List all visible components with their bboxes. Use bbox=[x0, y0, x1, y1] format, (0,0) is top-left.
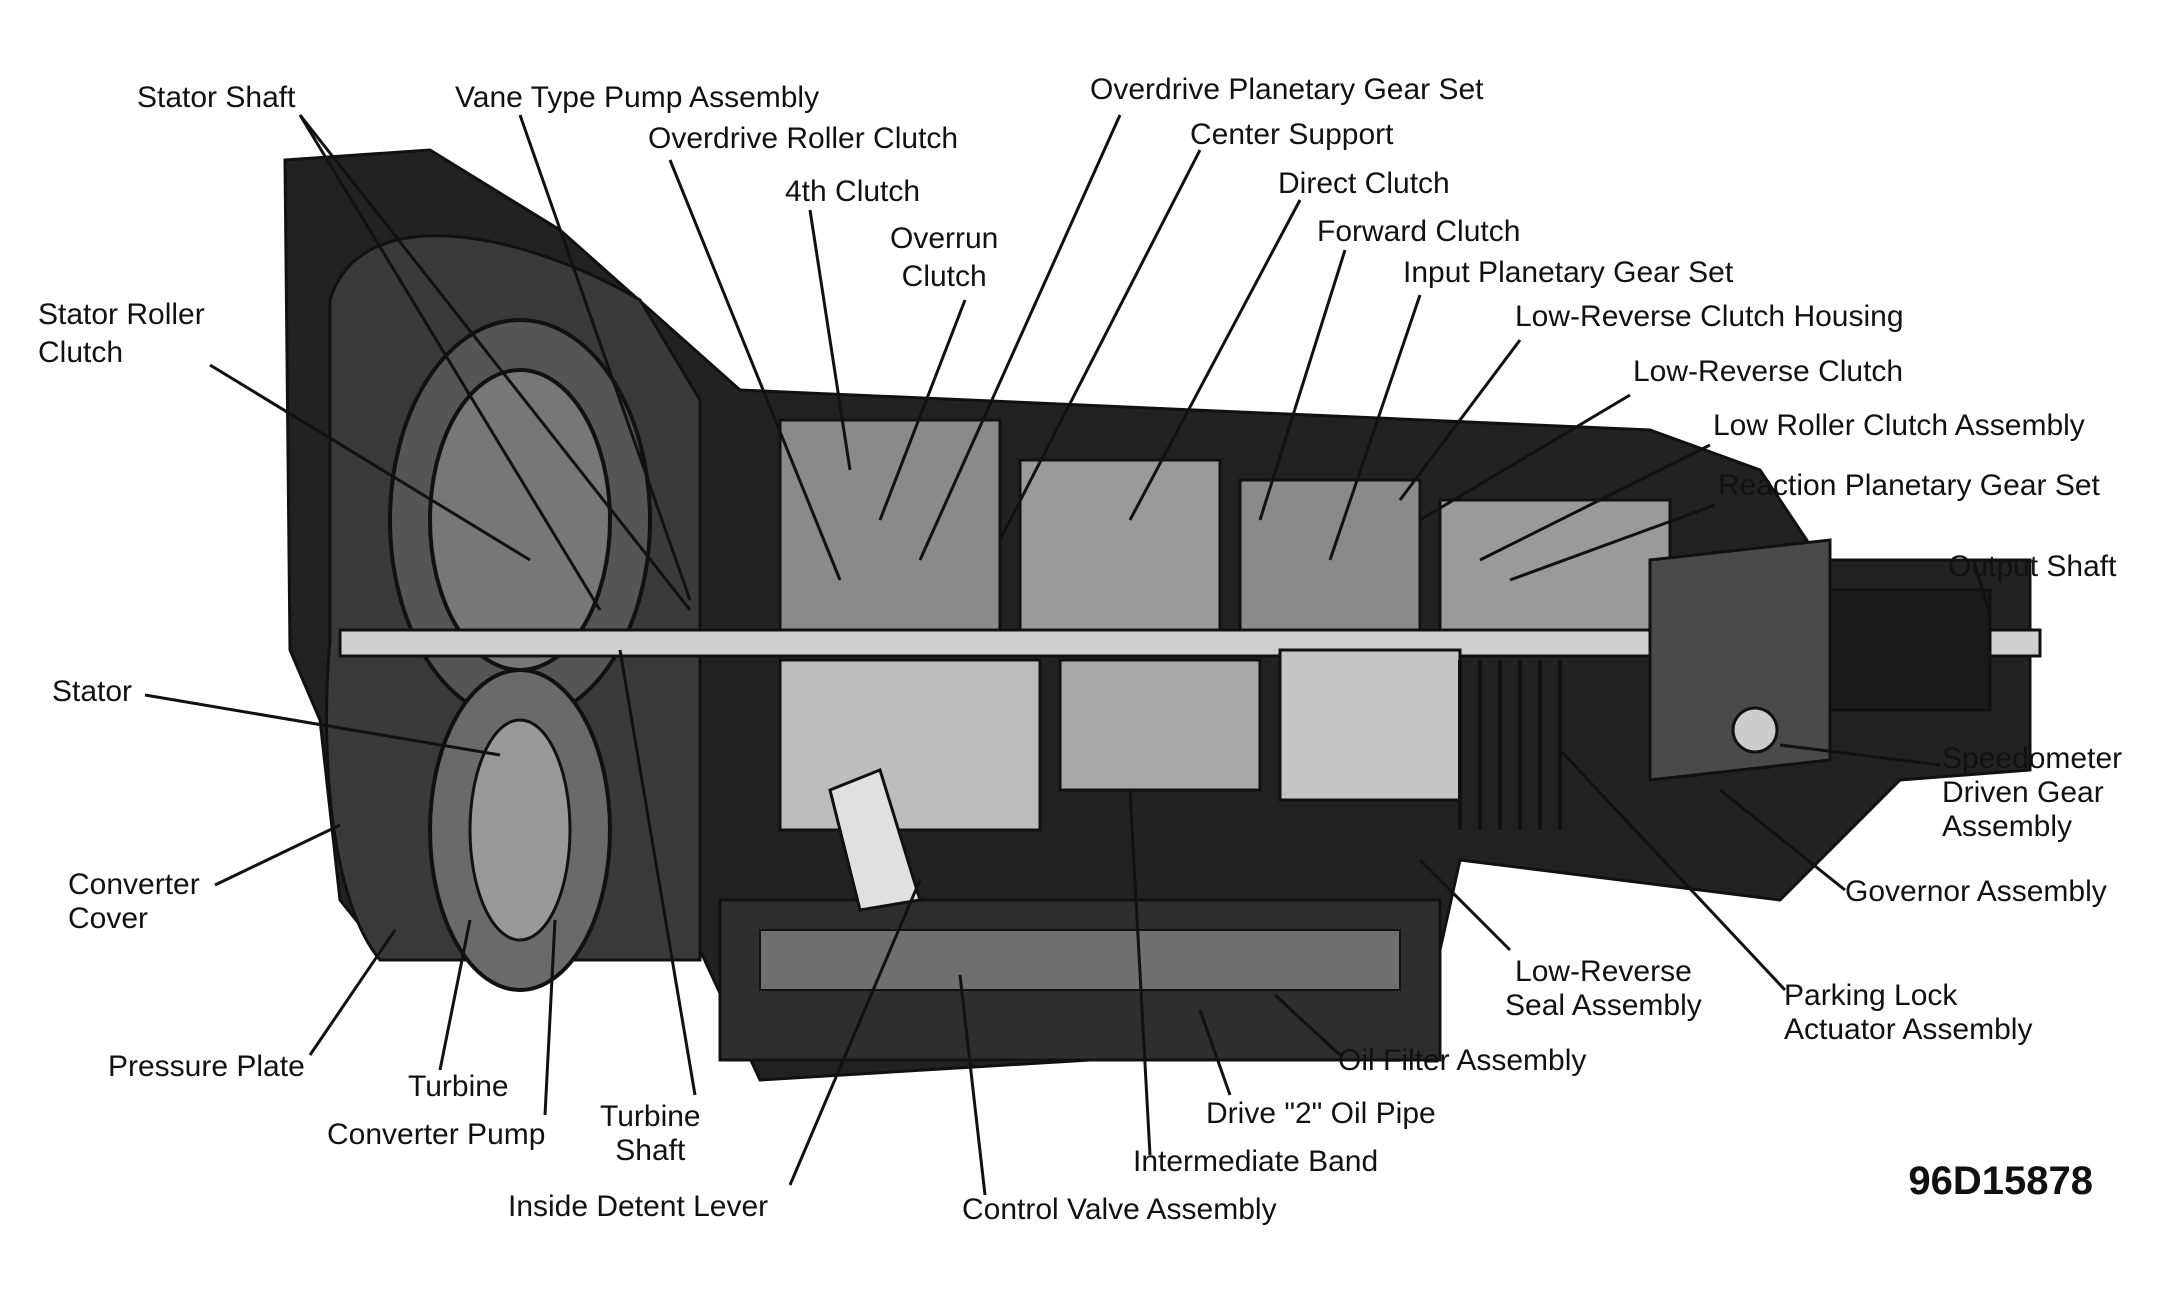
transmission-case bbox=[283, 148, 2042, 1082]
label-parking-lock-actuator-assembly: Parking Lock Actuator Assembly bbox=[1784, 979, 2033, 1046]
label-input-planetary-gear-set: Input Planetary Gear Set bbox=[1403, 256, 1734, 289]
label-output-shaft: Output Shaft bbox=[1948, 550, 2117, 583]
leader-lines bbox=[144, 114, 1992, 1196]
label-overdrive-roller-clutch: Overdrive Roller Clutch bbox=[648, 122, 959, 155]
label-vane-type-pump-assembly: Vane Type Pump Assembly bbox=[455, 81, 820, 114]
label-intermediate-band: Intermediate Band bbox=[1133, 1145, 1379, 1178]
label-drive-2-oil-pipe: Drive "2" Oil Pipe bbox=[1206, 1097, 1436, 1130]
label-speedometer-driven-gear-assembly: Speedometer Driven Gear Assembly bbox=[1942, 742, 2123, 843]
label-governor-assembly: Governor Assembly bbox=[1845, 875, 2107, 908]
label-stator: Stator bbox=[52, 675, 133, 708]
label-pressure-plate: Pressure Plate bbox=[108, 1050, 305, 1083]
label-4th-clutch: 4th Clutch bbox=[785, 175, 921, 208]
label-oil-filter-assembly: Oil Filter Assembly bbox=[1338, 1044, 1587, 1077]
label-control-valve-assembly: Control Valve Assembly bbox=[962, 1193, 1277, 1226]
label-turbine: Turbine bbox=[408, 1070, 509, 1103]
label-converter-pump: Converter Pump bbox=[327, 1118, 546, 1151]
label-reaction-planetary-gear-set: Reaction Planetary Gear Set bbox=[1718, 469, 2100, 502]
label-low-reverse-clutch-housing: Low-Reverse Clutch Housing bbox=[1515, 300, 1904, 333]
label-overdrive-planetary-gear-set: Overdrive Planetary Gear Set bbox=[1090, 73, 1484, 106]
label-stator-shaft: Stator Shaft bbox=[137, 81, 296, 114]
label-center-support: Center Support bbox=[1190, 118, 1394, 151]
label-inside-detent-lever: Inside Detent Lever bbox=[508, 1190, 769, 1223]
label-low-roller-clutch-assembly: Low Roller Clutch Assembly bbox=[1713, 409, 2085, 442]
label-forward-clutch: Forward Clutch bbox=[1317, 215, 1521, 248]
label-direct-clutch: Direct Clutch bbox=[1278, 167, 1450, 200]
label-low-reverse-clutch: Low-Reverse Clutch bbox=[1633, 355, 1904, 388]
figure-id: 96D15878 bbox=[1908, 1159, 2093, 1203]
label-overrun-clutch: Overrun Clutch bbox=[890, 222, 999, 293]
label-low-reverse-seal-assembly: Low-Reverse Seal Assembly bbox=[1505, 955, 1702, 1022]
label-converter-cover: Converter Cover bbox=[68, 868, 200, 935]
label-stator-roller-clutch: Stator Roller Clutch bbox=[38, 298, 205, 369]
label-turbine-shaft: Turbine Shaft bbox=[600, 1100, 701, 1167]
